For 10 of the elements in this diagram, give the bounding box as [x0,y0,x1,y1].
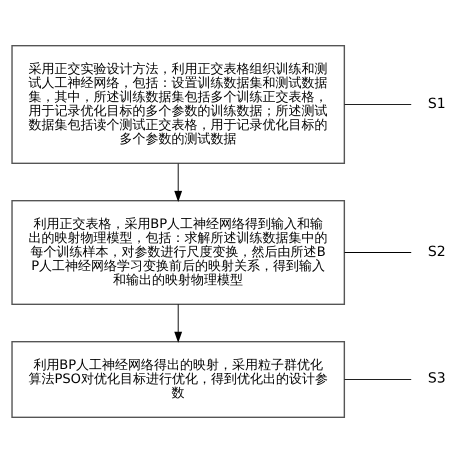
connector [344,104,412,105]
node-text: S3 [428,370,446,386]
connector [344,378,412,380]
arrow [174,303,182,342]
node-box: 利用BP人工神经网络得出的映射，采用粒子群优化算法PSO对优化目标进行优化，得到优化出的设计参数 [11,340,346,418]
node-text: S1 [428,95,446,112]
arrow [174,162,182,202]
node-box: 采用正交实验设计方法，利用正交表格组织训练和测试人工神经网络，包括：设置训练数据集和测试数据集，其中，所述训练数据集包括多个训练正交表格，用于记录优化目标的多个参数的训练数据；所述测试数据集包括读个测试正交表格，用于记录优化目标的多个参数的测试数据 [11,44,346,164]
node-box: 利用正交表格，采用BP人工神经网络得到输入和输出的映射物理模型，包括：求解所述训练数据集中的每个训练样本，对参数进行尺度变换，然后由所述BP人工神经网络学习变换前后的映射关系，得到输入和输出的映射物理模型 [11,200,346,305]
node-text: S2 [428,243,446,260]
